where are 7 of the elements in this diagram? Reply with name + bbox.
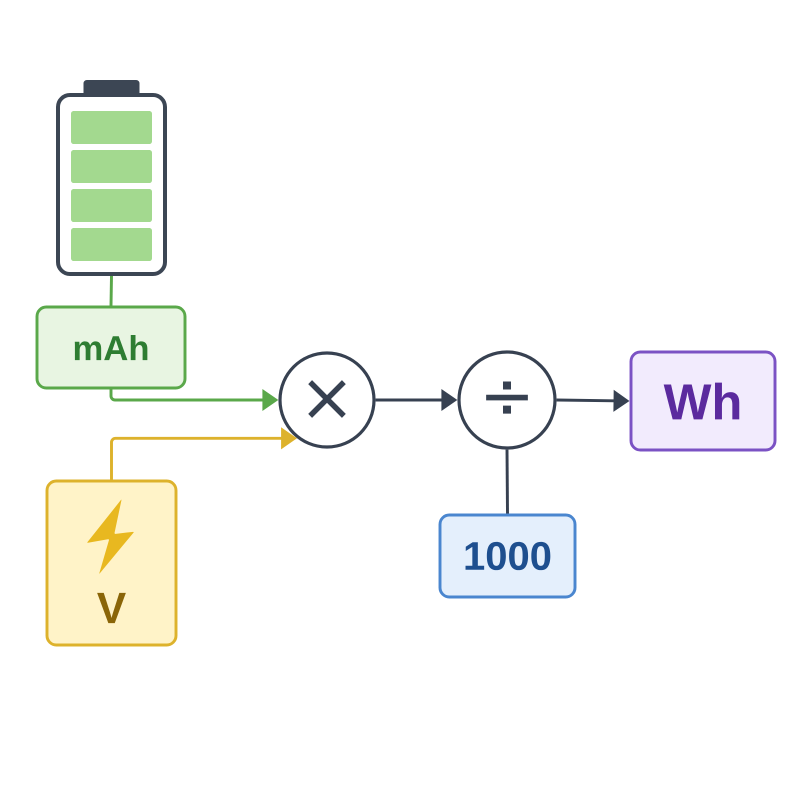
result-box: Wh <box>630 350 776 452</box>
value-box: 1000 <box>438 514 576 598</box>
value-box: mAh <box>36 306 186 390</box>
connector-line <box>506 450 509 514</box>
value-box: V <box>46 480 178 646</box>
connector-line <box>110 276 113 306</box>
battery-icon <box>56 80 167 276</box>
